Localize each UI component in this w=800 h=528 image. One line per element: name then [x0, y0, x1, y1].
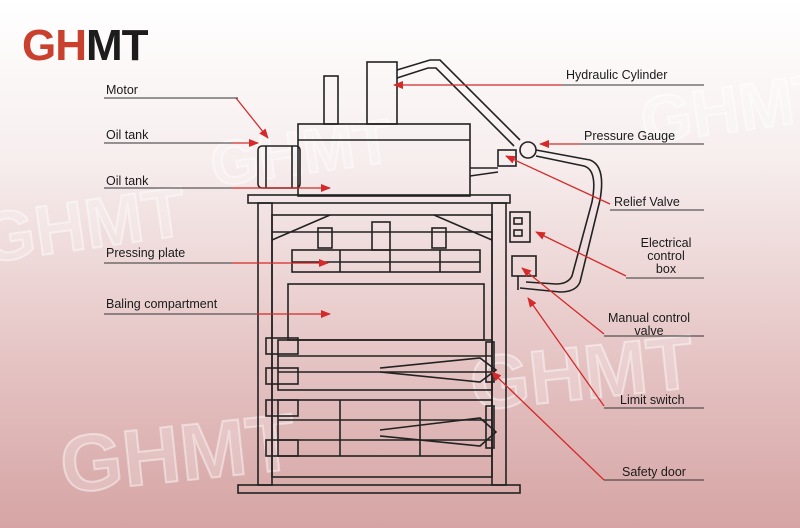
- label-relief-valve: Relief Valve: [614, 195, 680, 209]
- label-oil-tank: Oil tank: [106, 174, 149, 188]
- label-limit-switch: Limit switch: [620, 393, 685, 407]
- pointer-arrows: [232, 81, 627, 481]
- arrow-limit-switch: [527, 297, 605, 407]
- label-pressing-plate: Pressing plate: [106, 246, 186, 260]
- brand-logo: GHMT: [22, 21, 149, 70]
- machine-frame: [237, 59, 603, 494]
- label-pressure-gauge: Pressure Gauge: [584, 129, 676, 143]
- label-manual-control-valve: Manual control valve: [594, 312, 704, 338]
- label-electrical-control-box: Electrical control box: [630, 237, 702, 276]
- label-safety-door: Safety door: [622, 465, 686, 479]
- label-line: valve: [634, 324, 664, 338]
- label-motor: Motor: [106, 83, 138, 97]
- arrow-relief-valve: [505, 155, 611, 205]
- label-oil-tank-top: Oil tank: [106, 128, 149, 142]
- label-underlines: [104, 84, 704, 481]
- label-line: control: [647, 249, 685, 263]
- logo-text-gh: GH: [22, 21, 87, 70]
- logo-text-mt: MT: [86, 21, 149, 70]
- label-hydraulic-cylinder: Hydraulic Cylinder: [566, 68, 668, 82]
- arrow-electrical-box: [535, 231, 627, 277]
- label-line: Electrical: [640, 236, 692, 250]
- arrow-safety-door: [491, 371, 605, 481]
- label-line: Manual control: [608, 311, 690, 325]
- label-line: box: [655, 262, 677, 276]
- arrow-motor: [235, 97, 269, 139]
- arrow-manual-valve: [521, 267, 605, 335]
- label-baling-compartment: Baling compartment: [106, 297, 218, 311]
